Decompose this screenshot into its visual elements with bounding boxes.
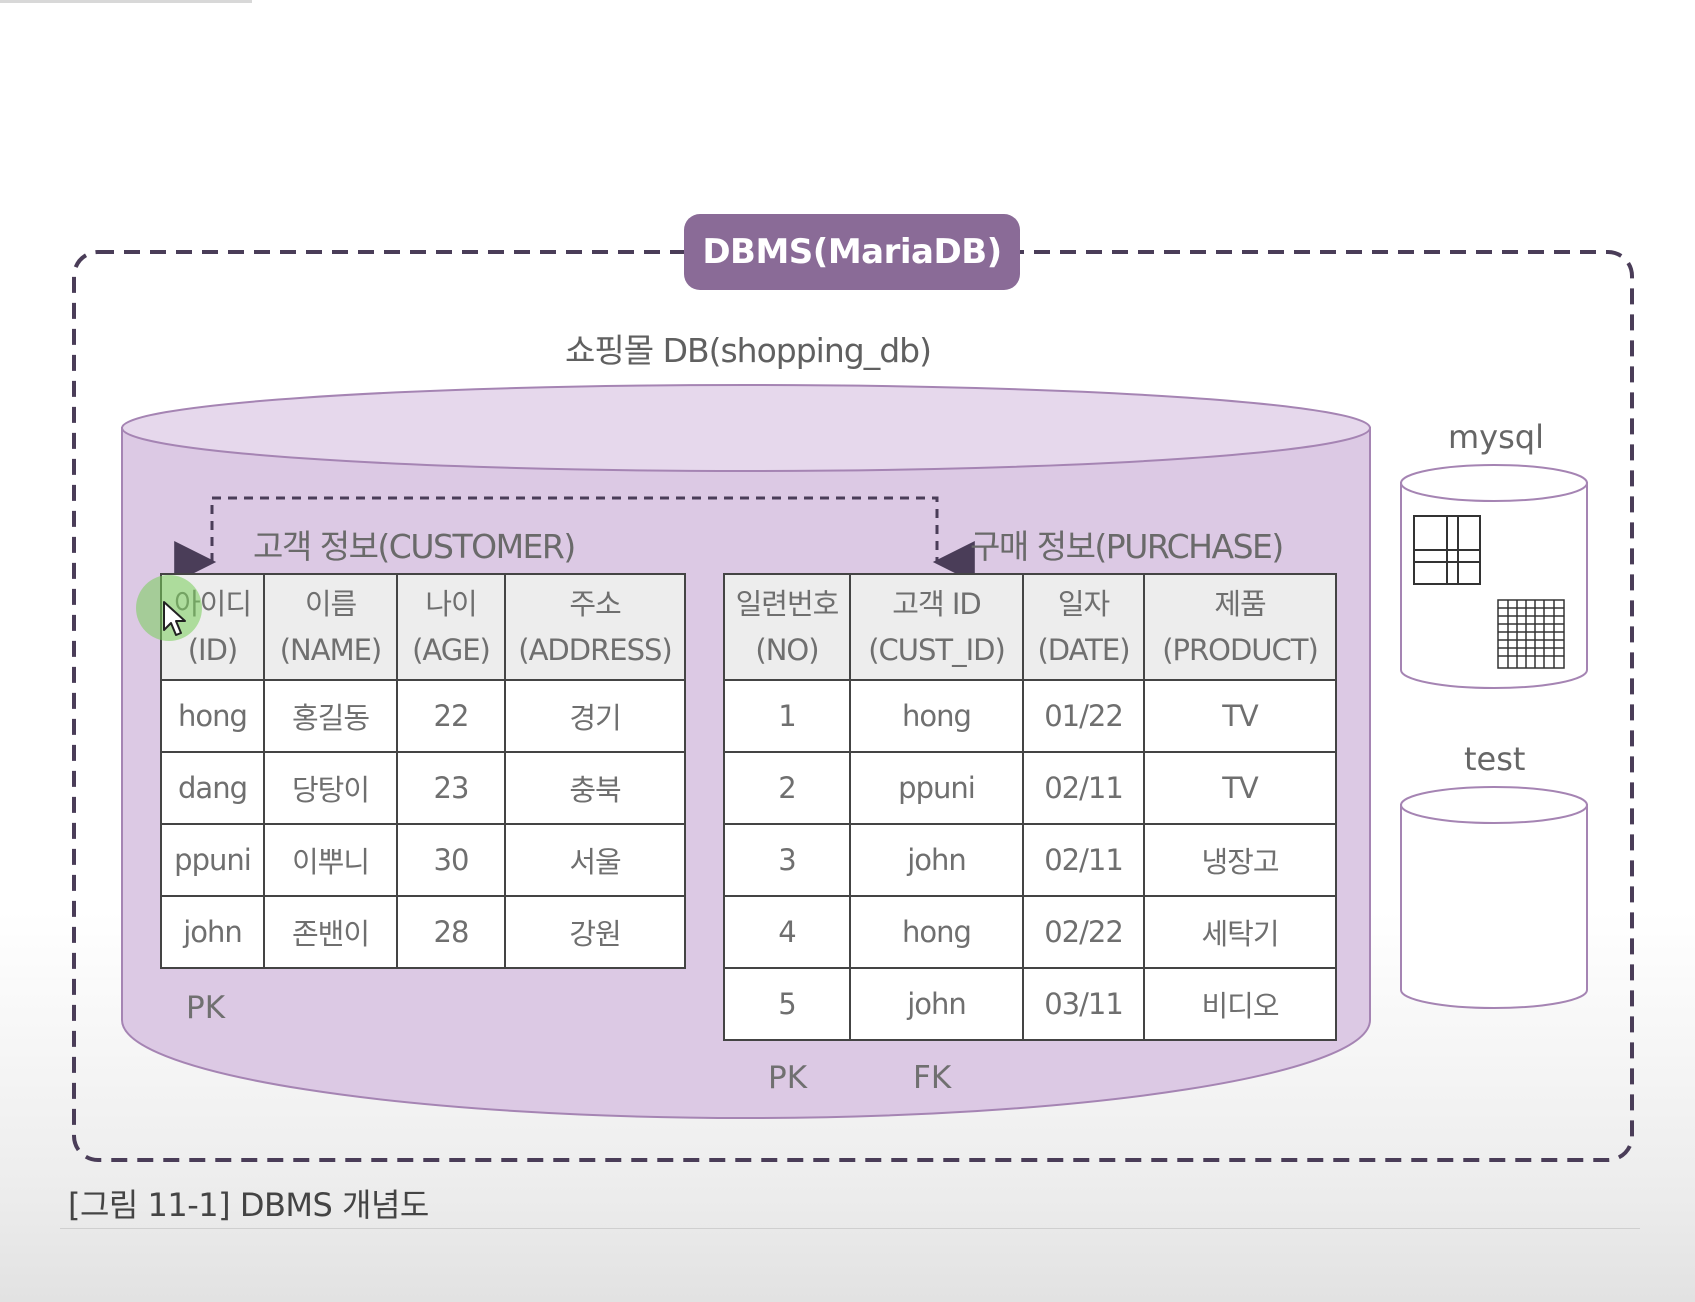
table-cell: hong [160,679,265,753]
column-header: 제품 (PRODUCT) [1143,573,1337,681]
table-cell: 당탕이 [263,751,398,825]
dbms-badge: DBMS(MariaDB) [684,214,1020,290]
table-detail-icon [1497,599,1565,669]
table-cell: 22 [396,679,506,753]
table-cell: 냉장고 [1143,823,1337,897]
table-cell: ppuni [160,823,265,897]
column-header: 일자 (DATE) [1022,573,1145,681]
table-row: john 존밴이 28 강원 [160,895,686,969]
table-cell: 23 [396,751,506,825]
caption-divider [60,1228,1640,1229]
column-header-en: (PRODUCT) [1162,633,1319,667]
table-row: 5 john 03/11 비디오 [723,967,1337,1041]
column-header-en: (ID) [187,633,239,667]
column-header: 주소 (ADDRESS) [504,573,686,681]
table-cell: hong [849,895,1024,969]
table-cell: 강원 [504,895,686,969]
column-header-en: (AGE) [412,633,491,667]
mysql-db-label: mysql [1448,418,1544,456]
purchase-table-title: 구매 정보(PURCHASE) [970,527,1284,566]
table-cell: 02/22 [1022,895,1145,969]
table-cell: TV [1143,751,1337,825]
column-header-ko: 일련번호 [735,587,840,621]
column-header-en: (ADDRESS) [518,633,672,667]
column-header: 나이 (AGE) [396,573,506,681]
table-cell: 1 [723,679,851,753]
table-cell: 02/11 [1022,823,1145,897]
table-cell: 세탁기 [1143,895,1337,969]
table-cell: 2 [723,751,851,825]
table-grid-icon [1413,515,1481,585]
figure-caption: [그림 11-1] DBMS 개념도 [68,1186,429,1224]
column-header-ko: 고객 ID [892,587,981,621]
column-header: 이름 (NAME) [263,573,398,681]
column-header-en: (NO) [755,633,819,667]
shopping-db-title: 쇼핑몰 DB(shopping_db) [565,331,932,370]
table-cell: 02/11 [1022,751,1145,825]
table-cell: hong [849,679,1024,753]
table-cell: dang [160,751,265,825]
table-cell: 서울 [504,823,686,897]
customer-pk-label: PK [186,990,226,1026]
table-row: ppuni 이뿌니 30 서울 [160,823,686,897]
table-row: 2 ppuni 02/11 TV [723,751,1337,825]
column-header-ko: 이름 [304,587,357,621]
mouse-pointer-icon [163,601,186,636]
column-header: 고객 ID (CUST_ID) [849,573,1024,681]
table-cell: 비디오 [1143,967,1337,1041]
purchase-table: 일련번호 (NO) 고객 ID (CUST_ID) 일자 (DATE) 제품 (PROD… [723,573,1337,1041]
column-header-en: (NAME) [279,633,383,667]
table-row: 1 hong 01/22 TV [723,679,1337,753]
table-row: hong 홍길동 22 경기 [160,679,686,753]
table-cell: 4 [723,895,851,969]
table-cell: 충북 [504,751,686,825]
table-cell: 경기 [504,679,686,753]
table-cell: 홍길동 [263,679,398,753]
column-header: 일련번호 (NO) [723,573,851,681]
test-db-cylinder [1400,786,1588,1009]
customer-table-title: 고객 정보(CUSTOMER) [253,527,576,566]
table-cell: 01/22 [1022,679,1145,753]
table-cell: ppuni [849,751,1024,825]
table-cell: 03/11 [1022,967,1145,1041]
top-edge-bar [0,0,252,3]
table-cell: 3 [723,823,851,897]
table-cell: 5 [723,967,851,1041]
customer-table: 아이디(ID) 이름(NAME) 나이(AGE) 주소(ADDRESS) hon… [160,573,686,969]
dbms-badge-label: DBMS(MariaDB) [702,232,1002,272]
table-cell: john [160,895,265,969]
column-header-ko: 일자 [1057,587,1110,621]
test-db-label: test [1464,740,1526,778]
table-cell: john [849,823,1024,897]
table-cell: 28 [396,895,506,969]
purchase-fk-label: FK [913,1060,952,1096]
table-cell: john [849,967,1024,1041]
table-row: 3 john 02/11 냉장고 [723,823,1337,897]
table-cell: 30 [396,823,506,897]
column-header-ko: 나이 [425,587,477,621]
column-header-en: (CUST_ID) [868,633,1006,667]
table-header-row: 일련번호 (NO) 고객 ID (CUST_ID) 일자 (DATE) 제품 (PROD… [723,573,1337,681]
column-header-ko: 주소 [569,587,621,621]
purchase-pk-label: PK [768,1060,808,1096]
table-row: dang 당탕이 23 충북 [160,751,686,825]
table-cell: TV [1143,679,1337,753]
table-cell: 이뿌니 [263,823,398,897]
table-cell: 존밴이 [263,895,398,969]
column-header-en: (DATE) [1037,633,1130,667]
column-header-ko: 제품 [1214,587,1266,621]
table-row: 4 hong 02/22 세탁기 [723,895,1337,969]
relationship-connector [174,496,975,583]
table-header-row: 아이디(ID) 이름(NAME) 나이(AGE) 주소(ADDRESS) [160,573,686,681]
